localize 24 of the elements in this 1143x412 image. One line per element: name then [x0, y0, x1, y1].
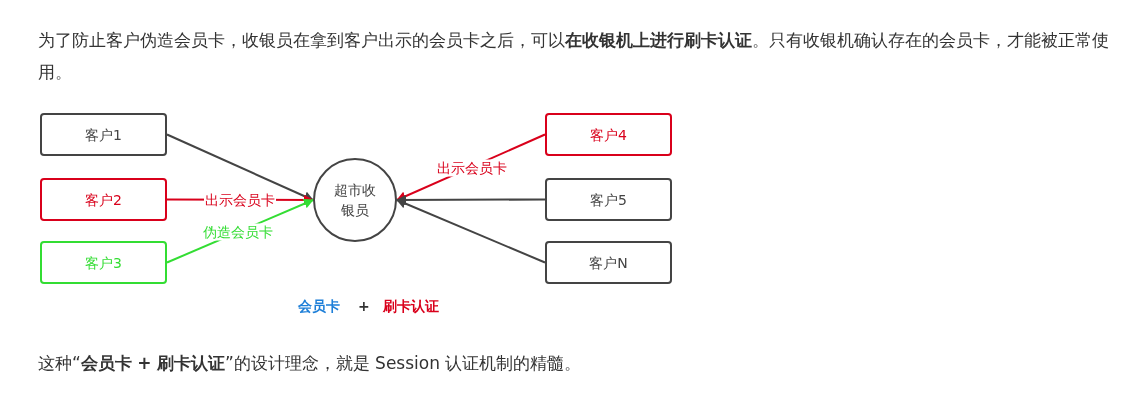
edge-label: 出示会员卡 — [436, 159, 508, 177]
formula-text: 刷卡认证 — [383, 298, 439, 316]
node-label: 客户5 — [590, 190, 627, 210]
customer-box — [545, 113, 672, 156]
node-label: 客户2 — [85, 190, 122, 210]
customer-box — [40, 113, 167, 156]
formula-text: + — [358, 298, 370, 314]
node-label: 超市收银员 — [333, 181, 377, 220]
customer-box — [40, 178, 167, 221]
arrow — [396, 198, 546, 264]
edge-label: 出示会员卡 — [204, 191, 276, 209]
paragraph: 为了防止客户伪造会员卡，收银员在拿到客户出示的会员卡之后，可以在收银机上进行刷卡认证。只有收银机确认存在的会员卡，才能被正常使用。 — [38, 29, 1110, 84]
paragraph: 这种“会员卡 + 刷卡认证”的设计理念，就是 Session 认证机制的精髓。 — [38, 352, 583, 375]
node-label: 客户1 — [85, 125, 122, 145]
arrow — [166, 133, 314, 201]
customer-box — [545, 241, 672, 284]
node-label: 客户N — [589, 253, 628, 273]
edge-label: 伪造会员卡 — [202, 223, 274, 241]
node-label: 客户4 — [590, 125, 627, 145]
cashier-circle — [313, 158, 397, 242]
customer-box — [545, 178, 672, 221]
formula-text: 会员卡 — [298, 298, 340, 316]
node-label: 客户3 — [85, 253, 122, 273]
customer-box — [40, 241, 167, 284]
